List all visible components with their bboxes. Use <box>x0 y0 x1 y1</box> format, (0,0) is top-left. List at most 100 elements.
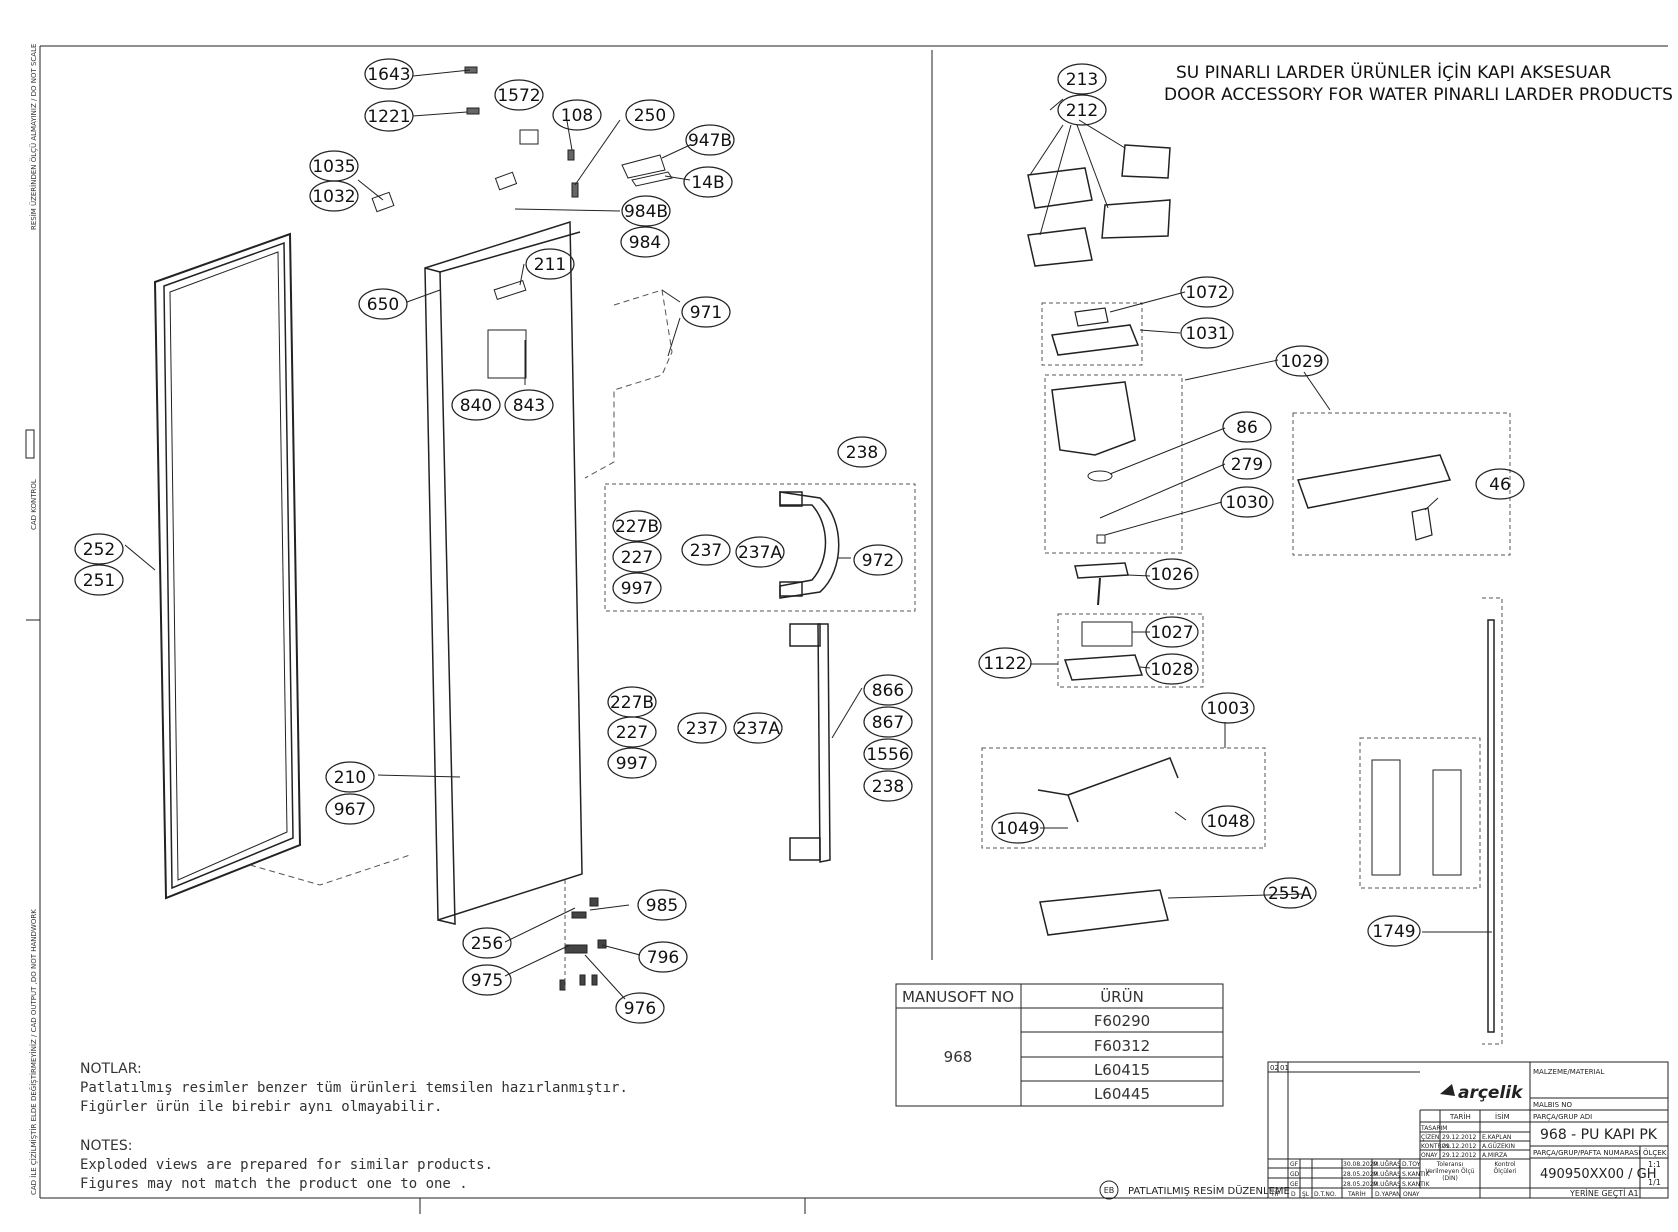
callout-867: 867 <box>872 713 904 733</box>
side-label-top: RESİM ÜZERİNDEN ÖLÇÜ ALMAYINIZ / DO NOT … <box>29 44 38 230</box>
tb-rev-code-1: GD <box>1290 1171 1300 1178</box>
callout-984: 984 <box>629 233 661 253</box>
callout-86: 86 <box>1236 418 1258 438</box>
callout-997-lower: 997 <box>616 754 648 774</box>
callout-279: 279 <box>1231 455 1263 475</box>
tb-rev-code-2: GE <box>1290 1181 1299 1188</box>
tb-rev-header-01: 01 <box>1280 1064 1289 1072</box>
tb-rev-col-5: D.YAPAN <box>1375 1191 1401 1198</box>
callout-14b: 14B <box>691 173 724 193</box>
callout-1027: 1027 <box>1150 623 1193 643</box>
tb-brand: arçelik <box>1458 1083 1524 1103</box>
box-1029-right <box>1292 412 1511 556</box>
callout-251: 251 <box>83 571 115 591</box>
tb-rev-col-0: TİP <box>1270 1191 1280 1198</box>
callout-840: 840 <box>460 396 492 416</box>
tb-malbis-label: MALBIS NO <box>1533 1101 1572 1109</box>
tb-rev-ok-1: S.KANTIK <box>1402 1171 1431 1178</box>
tb-rev-col-2: ŞL <box>1302 1191 1310 1198</box>
notes-heading-en: NOTES: <box>80 1138 133 1154</box>
product-table <box>895 983 1224 1107</box>
callout-227b-lower: 227B <box>610 693 654 713</box>
sheet-frame <box>25 45 1668 1214</box>
tb-row-date-3: 29.12.2012 <box>1442 1152 1477 1159</box>
revision-badge-label: EB <box>1104 1186 1115 1195</box>
tb-row-date-1: 29.12.2012 <box>1442 1134 1477 1141</box>
box-1122 <box>1057 613 1204 688</box>
callout-1030: 1030 <box>1225 493 1268 513</box>
tb-part-number-label: PARÇA/GRUP/PAFTA NUMARASI <box>1533 1149 1640 1157</box>
callout-866: 866 <box>872 681 904 701</box>
tb-row-role-2: KONTROL <box>1421 1143 1450 1150</box>
tb-row-role-3: ONAY <box>1421 1152 1438 1159</box>
callout-252: 252 <box>83 540 115 560</box>
tb-row-name-1: E.KAPLAN <box>1482 1134 1511 1141</box>
callout-227b-upper: 227B <box>615 517 659 537</box>
tb-tolerance: Toleransı Verilmeyen Ölçü (DIN) <box>1425 1161 1475 1182</box>
tb-rev-date-1: 28.05.2020 <box>1343 1171 1378 1178</box>
title-block <box>1267 1061 1669 1199</box>
tb-scale: 1:1 <box>1648 1160 1661 1169</box>
callout-237-lower: 237 <box>686 719 718 739</box>
callout-1749: 1749 <box>1372 922 1415 942</box>
tb-rev-col-6: ONAY <box>1403 1191 1420 1198</box>
tb-row-name-3: A.MIRZA <box>1482 1152 1508 1159</box>
tb-material-label: MALZEME/MATERIAL <box>1533 1068 1604 1076</box>
callout-1048: 1048 <box>1206 812 1249 832</box>
callout-1572: 1572 <box>497 86 540 106</box>
product-row-2: F60312 <box>1094 1037 1150 1055</box>
hinge-parts-drawing <box>559 897 607 991</box>
callout-1031: 1031 <box>1185 324 1228 344</box>
tb-replaces: YERİNE GEÇTİ A1 <box>1569 1188 1639 1198</box>
callout-210: 210 <box>334 768 366 788</box>
revision-note-text: PATLATILMIŞ RESİM DÜZENLEME <box>1128 1184 1290 1197</box>
product-row-4: L60445 <box>1094 1085 1150 1103</box>
door-gasket-drawing <box>153 232 302 900</box>
callout-1072: 1072 <box>1185 283 1228 303</box>
tb-row-role-0: TASARIM <box>1420 1125 1447 1132</box>
notes-block: NOTLAR: Patlatılmış resimler benzer tüm … <box>80 1061 628 1192</box>
revision-badge <box>1099 1180 1119 1200</box>
tb-rev-header-02: 02 <box>1270 1064 1279 1072</box>
product-table-header-left: MANUSOFT NO <box>902 988 1014 1006</box>
callout-237a-upper: 237A <box>738 543 782 563</box>
callout-1026: 1026 <box>1150 565 1193 585</box>
product-table-manusoft-no: 968 <box>944 1048 973 1066</box>
tb-rev-date-2: 28.05.2020 <box>1343 1181 1378 1188</box>
tb-rev-by-2: M.UĞRAŞ <box>1373 1181 1401 1188</box>
tb-col-date: TARİH <box>1449 1112 1471 1121</box>
notes-en-line1: Exploded views are prepared for similar … <box>80 1157 493 1173</box>
callout-1122: 1122 <box>983 654 1026 674</box>
tb-rev-by-0: M.UĞRAŞ <box>1373 1161 1401 1168</box>
callout-46: 46 <box>1489 475 1511 495</box>
callout-796: 796 <box>647 948 679 968</box>
callout-213: 213 <box>1066 70 1098 90</box>
callout-967: 967 <box>334 800 366 820</box>
callouts-right <box>978 63 1525 947</box>
leader-lines <box>124 69 1492 1000</box>
callout-108: 108 <box>561 106 593 126</box>
tb-rev-col-4: TARİH <box>1347 1191 1366 1198</box>
callout-984b: 984B <box>624 202 668 222</box>
notes-tr-line1: Patlatılmış resimler benzer tüm ürünleri… <box>80 1080 628 1096</box>
tb-rev-ok-0: D.TOY <box>1402 1161 1421 1168</box>
callout-1003: 1003 <box>1206 699 1249 719</box>
callout-238-lower: 238 <box>872 777 904 797</box>
callout-997-upper: 997 <box>621 579 653 599</box>
tb-rev-by-1: M.UĞRAŞ <box>1373 1171 1401 1178</box>
side-label-bottom: CAD İLE ÇİZİLMİŞTİR ELDE DEĞİŞTİRMEYİNİZ… <box>29 909 38 1195</box>
callout-985: 985 <box>646 896 678 916</box>
box-1749 <box>1359 737 1481 889</box>
product-row-3: L60415 <box>1094 1061 1150 1079</box>
callout-976: 976 <box>624 999 656 1019</box>
tb-part-number: 490950XX00 / GH <box>1540 1167 1656 1182</box>
callout-250: 250 <box>634 106 666 126</box>
shelf-baskets-drawing <box>1027 144 1171 267</box>
callout-650: 650 <box>367 295 399 315</box>
side-label-middle: CAD KONTROL <box>30 479 38 530</box>
callout-labels-right: 213 212 1072 1031 1029 86 279 1030 46 10… <box>983 70 1510 942</box>
brand-logo-icon <box>1440 1084 1455 1096</box>
box-1029-left <box>1044 374 1183 554</box>
callout-1028: 1028 <box>1150 660 1193 680</box>
